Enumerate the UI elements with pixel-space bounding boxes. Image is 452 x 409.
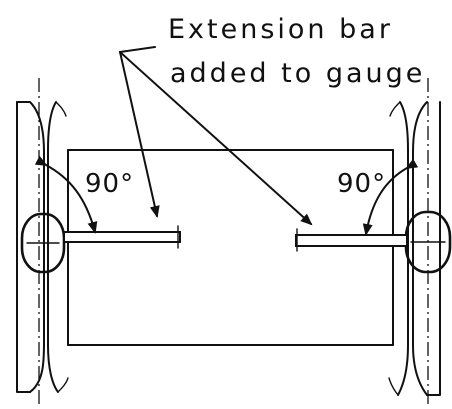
callout-label-line1: Extension bar xyxy=(168,14,393,45)
callout-label-line2: added to gauge xyxy=(170,58,425,89)
left-extension-bar xyxy=(63,225,181,249)
right-wheel xyxy=(388,101,441,396)
right-angle-label: 90° xyxy=(337,169,386,199)
left-angle-arc xyxy=(34,155,98,234)
callout-leader-lines xyxy=(119,46,313,226)
left-angle-label: 90° xyxy=(85,169,134,199)
right-extension-bar xyxy=(295,228,408,252)
right-angle-arc xyxy=(362,158,419,236)
left-wheel xyxy=(16,101,69,393)
axle xyxy=(67,149,394,346)
